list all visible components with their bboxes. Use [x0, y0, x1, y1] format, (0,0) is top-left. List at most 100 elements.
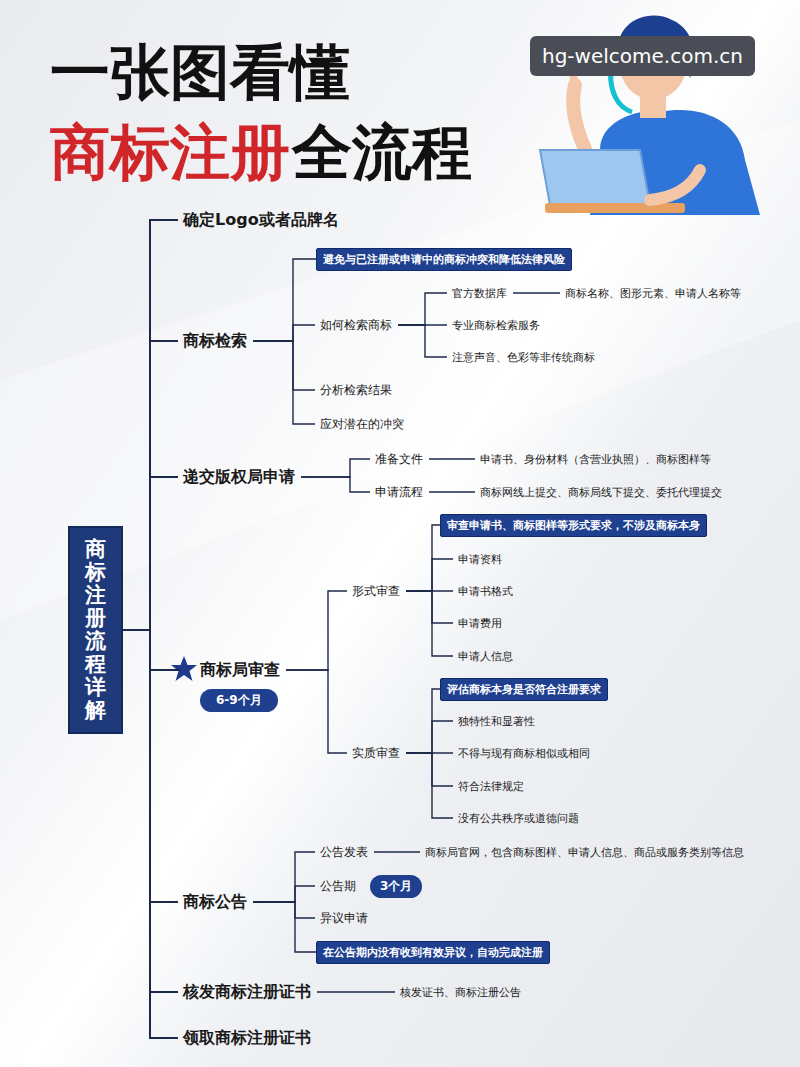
watermark: hg-welcome.com.cn	[530, 36, 755, 76]
leaf-text: 申请书、身份材料（含营业执照）、商标图样等	[480, 452, 711, 467]
tree-connector	[513, 292, 560, 293]
duration-pill: 3个月	[370, 875, 422, 898]
node-text: 商标局审查	[200, 660, 280, 681]
tree-connector	[253, 852, 315, 902]
leaf-text: 专业商标检索服务	[452, 318, 540, 333]
tree-connector	[286, 591, 347, 670]
branch-text: 商标公告	[183, 892, 247, 913]
sub-text: 异议申请	[320, 910, 368, 927]
tree-connector	[253, 902, 316, 952]
node-text: 在公告期内没有收到有效异议，自动完成注册	[323, 945, 543, 960]
node-text: 递交版权局申请	[183, 467, 295, 488]
node-text: 避免与已注册或申请中的商标冲突和降低法律风险	[323, 252, 565, 267]
tree-connector	[406, 591, 453, 656]
tree-connector	[406, 753, 453, 786]
tree-connector	[123, 630, 180, 670]
title-text: 全流程	[292, 122, 472, 182]
node-text: 核发证书、商标注册公告	[400, 985, 521, 1000]
tree-connector	[123, 477, 178, 630]
node-text: 准备文件	[375, 451, 423, 468]
tree-connector	[398, 293, 447, 325]
tree-connector	[253, 341, 315, 424]
node-text: 评估商标本身是否符合注册要求	[447, 682, 601, 697]
node-text: 不得与现有商标相似或相同	[458, 746, 590, 761]
tree-connector	[429, 491, 475, 492]
leaf-text: 注意声音、色彩等非传统商标	[452, 350, 595, 365]
tree-connector	[253, 341, 315, 390]
sub-text: 公告期	[320, 878, 356, 895]
tree-connector	[253, 325, 315, 341]
node-text: 分析检索结果	[320, 382, 392, 399]
sub-text: 公告发表	[320, 844, 368, 861]
tree-connector	[429, 458, 475, 459]
tree-connector	[253, 259, 316, 341]
tree-connector	[253, 886, 315, 902]
tree-connector	[123, 630, 178, 1038]
root-box: 商标注册流程详解	[68, 526, 123, 735]
tree-connector	[123, 341, 178, 630]
sub-text: 分析检索结果	[320, 382, 392, 399]
node-text: 商标局官网，包含商标图样、申请人信息、商品或服务类别等信息	[425, 845, 744, 860]
node-text: 申请流程	[375, 484, 423, 501]
tree-connector	[406, 591, 453, 623]
leaf-text: 申请资料	[458, 552, 502, 567]
branch-text: 确定Logo或者品牌名	[183, 210, 339, 231]
highlight-box: 避免与已注册或申请中的商标冲突和降低法律风险	[316, 248, 572, 271]
sub-text: 申请流程	[375, 484, 423, 501]
title-red-text: 商标注册	[50, 122, 290, 182]
node-text: 公告发表	[320, 844, 368, 861]
node-text: 确定Logo或者品牌名	[183, 210, 339, 231]
leaf-text: 商标局官网，包含商标图样、申请人信息、商品或服务类别等信息	[425, 845, 744, 860]
branch-text: 商标检索	[183, 331, 247, 352]
sub-text: 准备文件	[375, 451, 423, 468]
leaf-text: 商标名称、图形元素、申请人名称等	[565, 286, 741, 301]
node-text: 领取商标注册证书	[183, 1028, 311, 1049]
leaf-text: 符合法律规定	[458, 779, 524, 794]
branch-text: 领取商标注册证书	[183, 1028, 311, 1049]
sub-text: 如何检索商标	[320, 317, 392, 334]
leaf-text: 商标网线上提交、商标局线下提交、委托代理提交	[480, 485, 722, 500]
node-text: 实质审查	[352, 745, 400, 762]
leaf-text: 不得与现有商标相似或相同	[458, 746, 590, 761]
node-text: 专业商标检索服务	[452, 318, 540, 333]
branch-text: 商标局审查 6-9个月	[200, 660, 280, 712]
highlight-box: 评估商标本身是否符合注册要求	[440, 678, 608, 701]
node-text: 没有公共秩序或道德问题	[458, 811, 579, 826]
highlight-box: 在公告期内没有收到有效异议，自动完成注册	[316, 941, 550, 964]
duration-pill: 6-9个月	[200, 689, 278, 712]
tree-connector	[301, 459, 370, 477]
node-text: 异议申请	[320, 910, 368, 927]
tree-connector	[286, 670, 347, 753]
tree-connector	[374, 851, 420, 852]
node-text: 申请资料	[458, 552, 502, 567]
tree-connector	[398, 325, 447, 357]
tree-connector	[406, 525, 440, 591]
node-text: 商标名称、图形元素、申请人名称等	[565, 286, 741, 301]
tree-connector	[253, 902, 315, 918]
branch-text: 核发商标注册证书	[183, 982, 311, 1003]
node-text: 申请费用	[458, 616, 502, 631]
node-text: 商标检索	[183, 331, 247, 352]
tree-connector	[123, 220, 178, 630]
node-text: 形式审查	[352, 583, 400, 600]
tree-connector	[406, 721, 453, 753]
node-text: 独特性和显著性	[458, 714, 535, 729]
sub-text: 实质审查	[352, 745, 400, 762]
node-text: 申请人信息	[458, 649, 513, 664]
title-text: 一张图看懂	[50, 42, 350, 102]
highlight-box: 审查申请书、商标图样等形式要求，不涉及商标本身	[440, 514, 707, 537]
node-text: 商标公告	[183, 892, 247, 913]
node-text: 符合法律规定	[458, 779, 524, 794]
leaf-text: 申请书格式	[458, 584, 513, 599]
sub-text: 形式审查	[352, 583, 400, 600]
node-text: 申请书格式	[458, 584, 513, 599]
node-text: 3个月	[380, 878, 412, 895]
node-text: 如何检索商标	[320, 317, 392, 334]
node-text: 公告期	[320, 878, 356, 895]
leaf-text: 官方数据库	[452, 286, 507, 301]
node-text: 商标注册流程详解	[85, 538, 106, 723]
branch-text: 递交版权局申请	[183, 467, 295, 488]
tree-connector	[406, 559, 453, 591]
node-text: 官方数据库	[452, 286, 507, 301]
